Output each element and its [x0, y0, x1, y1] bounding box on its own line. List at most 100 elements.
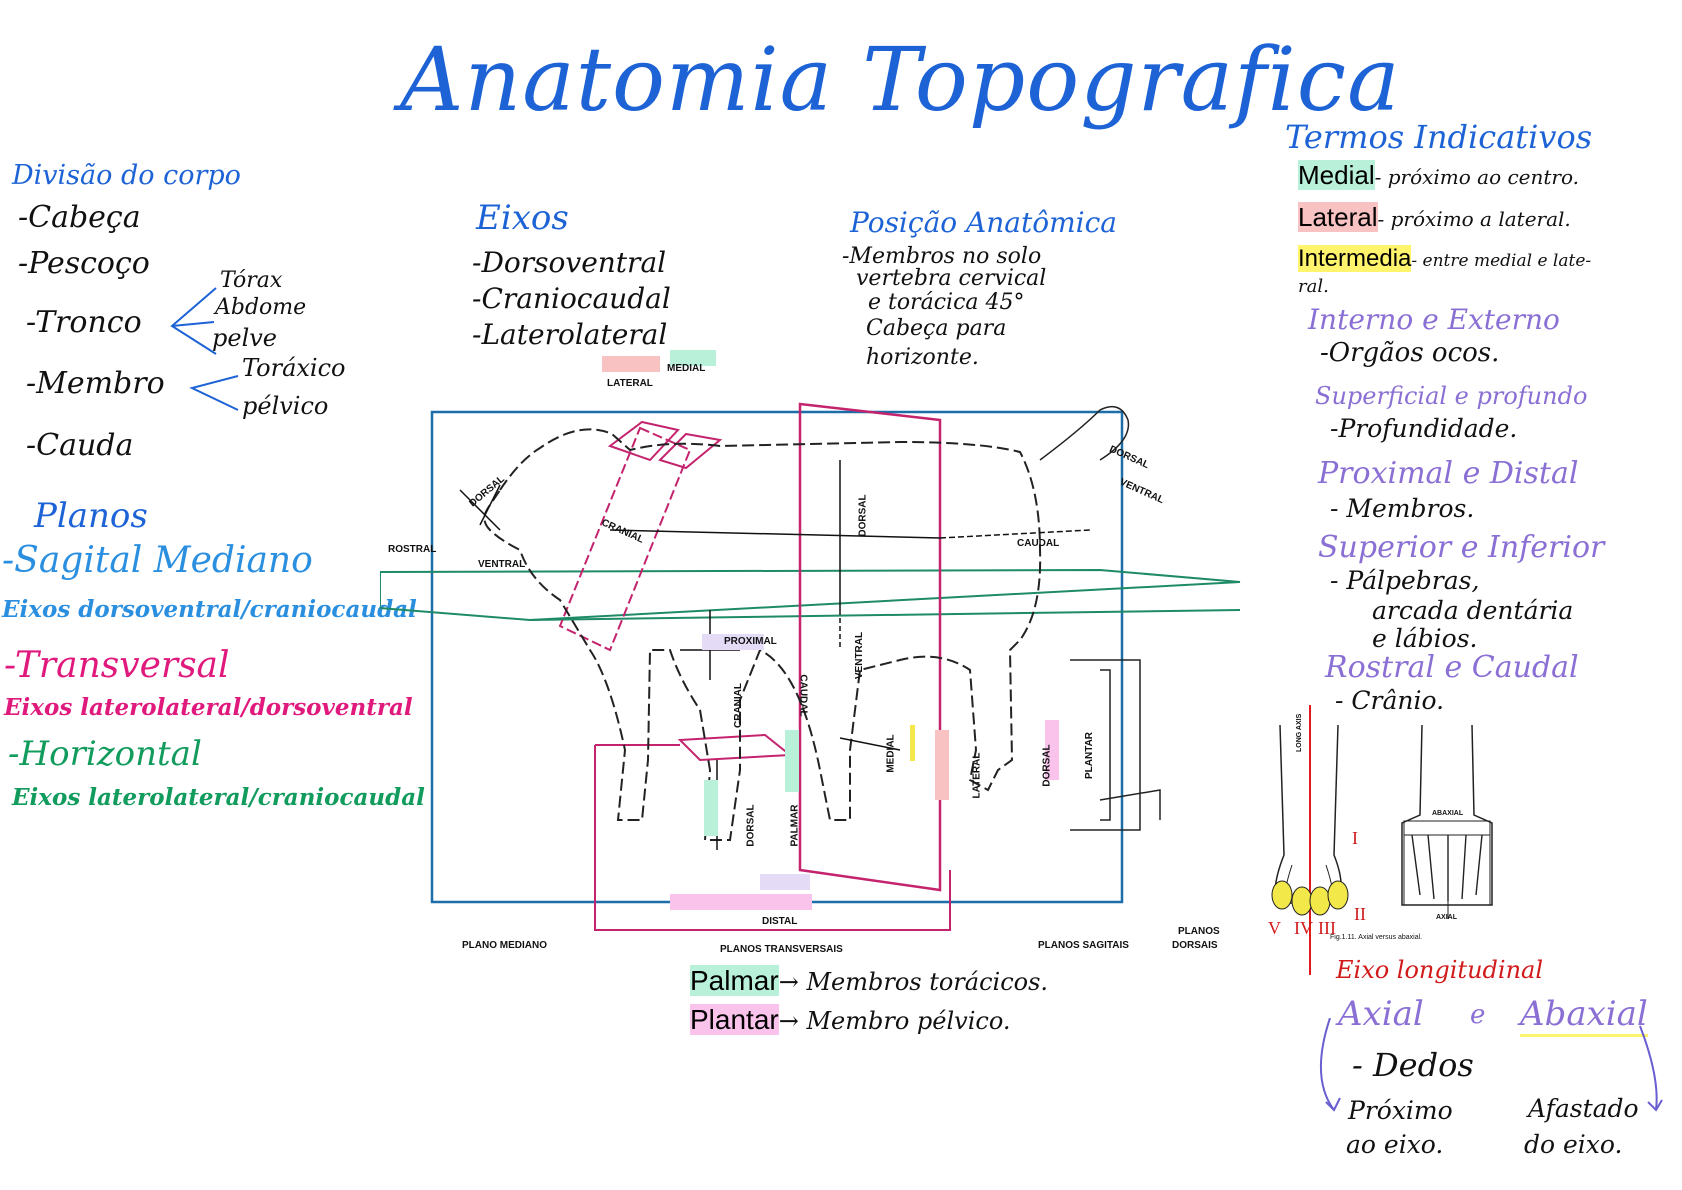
eixo-craniocaudal: -Craniocaudal: [472, 282, 671, 315]
divisao-item-tronco: -Tronco: [26, 305, 142, 340]
eixo-dorsoventral: -Dorsoventral: [472, 246, 667, 279]
tronco-part-torax: Tórax: [220, 268, 283, 293]
termo-intermedia-desc2: ral.: [1298, 276, 1329, 297]
abaxial-term: Abaxial: [1520, 994, 1648, 1037]
label-planos-transversais: PLANOS TRANSVERSAIS: [720, 944, 843, 955]
plano-transversal-eixos: Eixos laterolateral/dorsoventral: [4, 694, 413, 721]
termo-lateral-desc: - próximo a lateral.: [1377, 207, 1571, 231]
label-plantar: PLANTAR: [1084, 731, 1096, 780]
posicao-line-4: Cabeça para: [866, 316, 1007, 341]
termo-rostral-desc: - Crânio.: [1335, 686, 1445, 715]
label-plano-mediano: PLANO MEDIANO: [462, 940, 547, 951]
termo-superior-desc-2: arcada dentária: [1372, 596, 1574, 625]
termo-superior: Superior e Inferior: [1318, 530, 1605, 565]
axial-proximo-2: ao eixo.: [1346, 1130, 1444, 1159]
hoof-numeral-3: III: [1318, 918, 1336, 938]
hoof-abaxial-label: ABAXIAL: [1432, 810, 1464, 817]
label-medial-leg: MEDIAL: [885, 734, 897, 773]
posicao-line-3: e torácica 45°: [868, 290, 1025, 315]
termo-interno: Interno e Externo: [1308, 303, 1560, 336]
cow-outline: [483, 428, 1042, 841]
abaxial-afastado-1: Afastado: [1528, 1094, 1639, 1123]
label-caudal: CAUDAL: [1017, 538, 1060, 549]
anatomical-planes-diagram: [380, 350, 1241, 931]
plano-transversal: -Transversal: [4, 645, 230, 686]
label-distal: DISTAL: [762, 916, 798, 927]
plantar-term: Plantar: [690, 1004, 779, 1035]
hoof-numeral-5: V: [1268, 918, 1281, 938]
termo-interno-desc: -Orgãos ocos.: [1320, 338, 1500, 368]
label-ventral-body: VENTRAL: [854, 631, 866, 680]
termo-superior-desc-3: e lábios.: [1372, 624, 1478, 653]
hoof-numeral-2: II: [1354, 904, 1366, 924]
label-planos-dorsais-1: PLANOS: [1178, 926, 1220, 937]
label-dorsal-leg: DORSAL: [745, 804, 757, 847]
termo-superficial-desc: -Profundidade.: [1330, 414, 1518, 443]
tronco-part-pelve: pelve: [212, 324, 278, 352]
palmar-line: Palmar→ Membros torácicos.: [690, 965, 1048, 997]
label-lateral: LATERAL: [607, 378, 653, 389]
divisao-item-pescoco: -Pescoço: [18, 246, 150, 281]
posicao-line-5: horizonte.: [866, 345, 979, 370]
eixo-laterolateral: -Laterolateral: [472, 318, 668, 351]
tronco-part-abdome: Abdome: [215, 295, 307, 320]
divisao-item-membro: -Membro: [26, 366, 165, 401]
plano-horizontal: -Horizontal: [8, 734, 202, 774]
eixos-heading: Eixos: [476, 198, 569, 238]
label-dorsal-body: DORSAL: [857, 494, 869, 537]
membro-part-pelvico: pélvico: [242, 392, 329, 420]
axial-arrows: [1320, 1018, 1663, 1112]
palmar-term: Palmar: [690, 965, 779, 996]
label-planos-dorsais-2: DORSAIS: [1172, 940, 1218, 951]
termo-lateral: Lateral- próximo a lateral.: [1298, 202, 1571, 233]
label-rostral: ROSTRAL: [388, 544, 437, 555]
termo-rostral: Rostral e Caudal: [1325, 650, 1579, 685]
termo-proximal-desc: - Membros.: [1330, 494, 1475, 523]
posicao-heading: Posição Anatômica: [850, 206, 1117, 239]
termos-heading: Termos Indicativos: [1285, 118, 1593, 156]
label-lateral-leg: LATERAL: [971, 752, 983, 799]
hoof-long-axis: LONG AXIS: [1296, 713, 1303, 752]
divisao-heading: Divisão do corpo: [12, 160, 241, 191]
axial-proximo-1: Próximo: [1348, 1096, 1453, 1125]
hoof-caption: Fig.1.11. Axial versus abaxial.: [1330, 934, 1423, 941]
termo-intermedia: Intermedia- entre medial e late-: [1298, 244, 1591, 273]
abaxial-afastado-2: do eixo.: [1524, 1130, 1623, 1159]
termo-superficial: Superficial e profundo: [1315, 382, 1588, 410]
label-dorsal-hind: DORSAL: [1041, 744, 1053, 787]
label-proximal: PROXIMAL: [724, 636, 777, 647]
axial-e: e: [1470, 1000, 1486, 1030]
label-medial: MEDIAL: [667, 363, 706, 374]
plano-sagital: -Sagital Mediano: [2, 540, 313, 581]
plano-horizontal-eixos: Eixos laterolateral/craniocaudal: [12, 784, 425, 811]
eixo-longitudinal: Eixo longitudinal: [1336, 956, 1544, 984]
divisao-item-cabeca: -Cabeça: [18, 200, 141, 235]
plantar-desc: → Membro pélvico.: [778, 1007, 1011, 1035]
termo-intermedia-term: Intermedia: [1298, 245, 1412, 272]
label-planos-sagitais: PLANOS SAGITAIS: [1038, 940, 1129, 951]
hoof-numeral-4: IV: [1294, 918, 1313, 938]
plantar-line: Plantar→ Membro pélvico.: [690, 1004, 1010, 1036]
posicao-line-2: vertebra cervical: [856, 266, 1047, 291]
axial-term: Axial: [1338, 994, 1424, 1034]
posicao-line-1: -Membros no solo: [842, 244, 1042, 269]
planos-transversais-bracket: [594, 745, 951, 931]
plano-sagital-eixos: Eixos dorsoventral/craniocaudal: [2, 596, 417, 623]
plane-transverse-1: [798, 402, 942, 892]
plane-horizontal: [380, 568, 1241, 622]
hoof-numeral-1: I: [1352, 828, 1358, 848]
label-ventral-head: VENTRAL: [478, 559, 526, 570]
termo-intermedia-desc: - entre medial e late-: [1411, 251, 1592, 271]
planos-heading: Planos: [34, 496, 148, 536]
termo-medial-term: Medial: [1298, 160, 1375, 190]
hoof-illustration: [1271, 705, 1493, 975]
label-palmar: PALMAR: [789, 804, 801, 847]
plane-median: [430, 410, 1124, 904]
divisao-item-cauda: -Cauda: [26, 428, 134, 463]
membro-part-toraxico: Toráxico: [242, 354, 346, 382]
termo-lateral-term: Lateral: [1298, 202, 1378, 232]
termo-medial: Medial- próximo ao centro.: [1298, 160, 1579, 191]
termo-superior-desc-1: - Pálpebras,: [1330, 566, 1480, 595]
dedos: - Dedos: [1352, 1046, 1474, 1084]
termo-medial-desc: - próximo ao centro.: [1374, 165, 1580, 189]
